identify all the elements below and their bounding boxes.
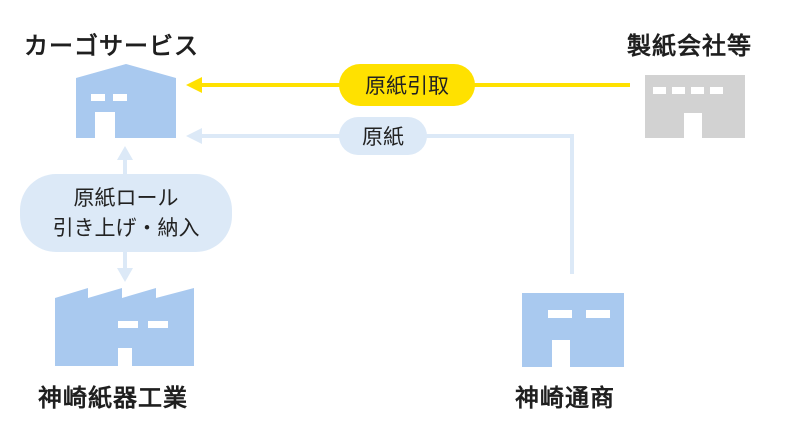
- flow-label-paper: 原紙: [339, 117, 427, 155]
- flow-label-roll-line1: 原紙ロール: [73, 186, 179, 210]
- flow-label-roll-line2: 引き上げ・納入: [52, 216, 200, 240]
- flow-label-pickup: 原紙引取: [339, 64, 475, 106]
- factory-icon: [55, 288, 194, 366]
- paper-arrow: [186, 128, 574, 274]
- warehouse-icon: [76, 64, 176, 138]
- office-building-icon: [645, 75, 745, 138]
- node-label-kanzaki-shigyo: 神崎紙器工業: [38, 384, 188, 412]
- node-label-cargo: カーゴサービス: [24, 32, 199, 60]
- node-label-paper-company: 製紙会社等: [627, 32, 752, 60]
- node-label-kanzaki-tsusho: 神崎通商: [515, 384, 615, 412]
- shop-building-icon: [522, 293, 624, 367]
- flow-label-roll: 原紙ロール 引き上げ・納入: [20, 174, 232, 252]
